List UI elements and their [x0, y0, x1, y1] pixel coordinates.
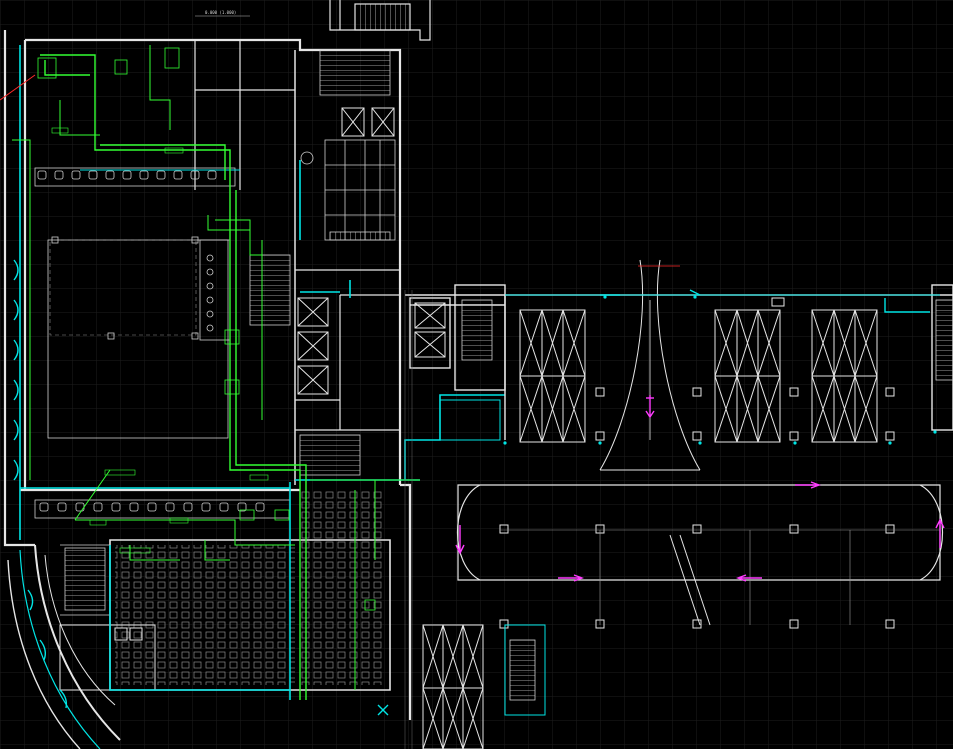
elevator-shafts-west	[297, 107, 395, 395]
structural-columns-east	[499, 297, 895, 629]
shelving-area-left	[115, 545, 295, 685]
large-hall	[47, 236, 229, 439]
west-window-arcs	[13, 259, 389, 716]
central-stair	[249, 254, 291, 326]
cyan-walls-west	[19, 45, 505, 700]
stall-group-2	[714, 309, 781, 443]
thin-gridlines	[404, 290, 413, 749]
parking-stalls	[422, 309, 878, 749]
east-stair-2	[935, 299, 953, 381]
top-stair-block	[329, 0, 431, 41]
east-stair-1	[461, 299, 493, 361]
stair-nw	[319, 49, 391, 96]
cyan-dots	[503, 295, 937, 445]
stair-mid	[299, 434, 361, 476]
stall-group-3	[811, 309, 878, 443]
west-building-walls	[3, 30, 412, 720]
green-ductwork	[12, 45, 420, 700]
shelving-area-right	[300, 490, 385, 685]
cyan-walls-east	[439, 289, 940, 716]
green-diffusers	[37, 47, 376, 611]
curved-facade	[7, 544, 121, 749]
green-labels	[51, 127, 269, 554]
top-ref-label: 0.000 (1.000)	[205, 10, 236, 15]
stall-group-1	[519, 309, 586, 443]
restroom-block	[300, 139, 396, 241]
stall-group-4	[422, 624, 484, 749]
ramp	[599, 259, 701, 471]
east-stair-3	[509, 639, 536, 701]
seat-row-top	[34, 167, 236, 187]
lower-stair	[60, 544, 111, 616]
traffic-arrows	[455, 395, 945, 582]
east-elevators	[414, 302, 446, 358]
red-leader-west	[0, 74, 36, 101]
